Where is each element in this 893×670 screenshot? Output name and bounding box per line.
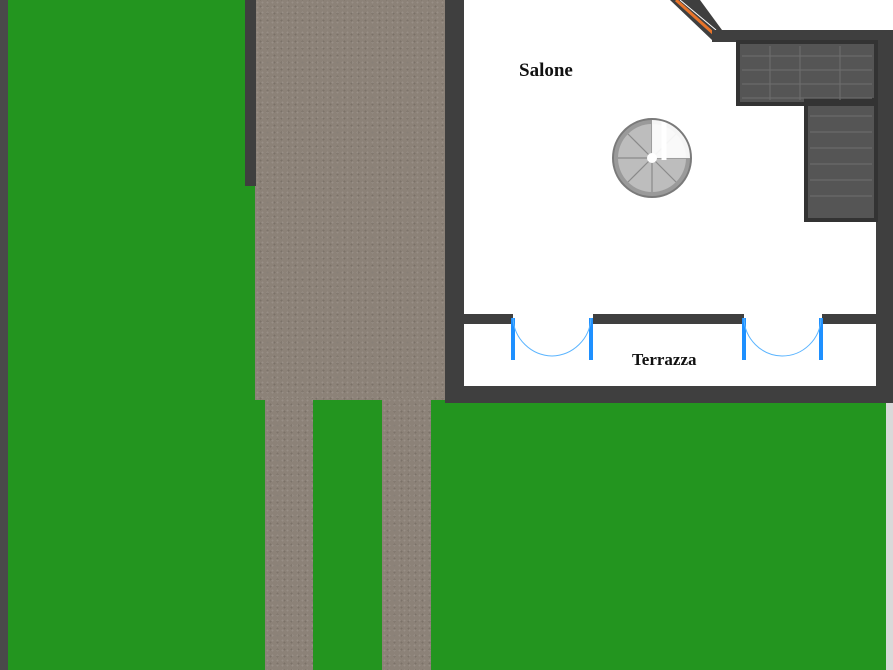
lawn-middle-strip (313, 400, 382, 670)
left-border (0, 0, 8, 670)
door-right-icon (742, 317, 823, 360)
terrace-divider-wall (464, 314, 876, 324)
house-wall-right (876, 30, 893, 403)
house-wall-left (445, 0, 464, 403)
staircase-icon (736, 40, 878, 222)
gravel-path-left-lane (265, 398, 313, 670)
room-label-terrazza: Terrazza (632, 350, 697, 369)
gravel-path-right-lane (382, 398, 431, 670)
house-wall-top-right (712, 30, 893, 42)
spiral-staircase-icon (612, 116, 692, 198)
gravel-path-main (255, 0, 445, 400)
room-label-salone: Salone (519, 60, 573, 81)
window-icon (674, 0, 716, 36)
lawn-left (8, 0, 265, 670)
right-edge (886, 400, 893, 670)
door-left-icon (511, 317, 593, 360)
garden-wall (245, 0, 256, 186)
lawn-bottom-right (431, 400, 886, 670)
house-wall-bottom (445, 386, 893, 403)
